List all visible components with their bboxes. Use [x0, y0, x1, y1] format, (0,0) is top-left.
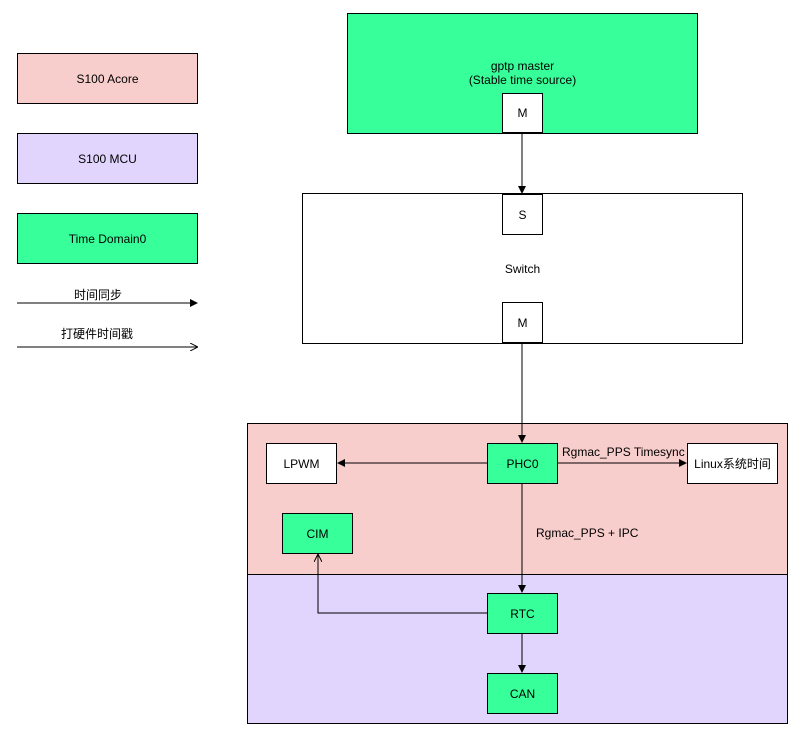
rtc-label: RTC [510, 606, 535, 621]
gptp-master-port-label: M [517, 106, 528, 120]
legend-acore: S100 Acore [17, 53, 198, 104]
legend-time-domain: Time Domain0 [17, 213, 198, 264]
switch-master-port-label: M [517, 315, 528, 330]
phc0-label: PHC0 [506, 456, 539, 471]
pps-ipc-label: Rgmac_PPS + IPC [536, 526, 639, 540]
edge-rtc-to-cim [318, 555, 487, 614]
lpwm-node: LPWM [266, 443, 337, 484]
legend-time-domain-label: Time Domain0 [68, 231, 147, 246]
cim-node: CIM [282, 513, 353, 554]
switch-label: Switch [504, 261, 541, 276]
switch-slave-port: S [502, 194, 543, 235]
lpwm-label: LPWM [283, 456, 320, 471]
can-label: CAN [509, 686, 536, 701]
cim-label: CIM [306, 526, 329, 541]
can-node: CAN [487, 673, 558, 714]
legend-sync-label: 时间同步 [74, 288, 123, 302]
legend-mcu-label: S100 MCU [78, 151, 137, 166]
phc0-node: PHC0 [487, 443, 558, 484]
pps-timesync-label: Rgmac_PPS Timesync [562, 445, 685, 459]
switch-master-port: M [502, 302, 543, 343]
legend-hw-timestamp-label: 打硬件时间戳 [61, 327, 134, 341]
rtc-node: RTC [487, 593, 558, 634]
gptp-master-subtitle: (Stable time source) [468, 73, 577, 87]
legend-acore-label: S100 Acore [76, 71, 139, 86]
legend-mcu: S100 MCU [17, 133, 198, 184]
gptp-master-title: gptp master [490, 59, 555, 73]
switch-slave-port-label: S [518, 207, 527, 222]
linux-time-node: Linux系统时间 [687, 443, 778, 484]
linux-time-label: Linux系统时间 [694, 457, 771, 471]
gptp-master-port: M [502, 93, 543, 133]
